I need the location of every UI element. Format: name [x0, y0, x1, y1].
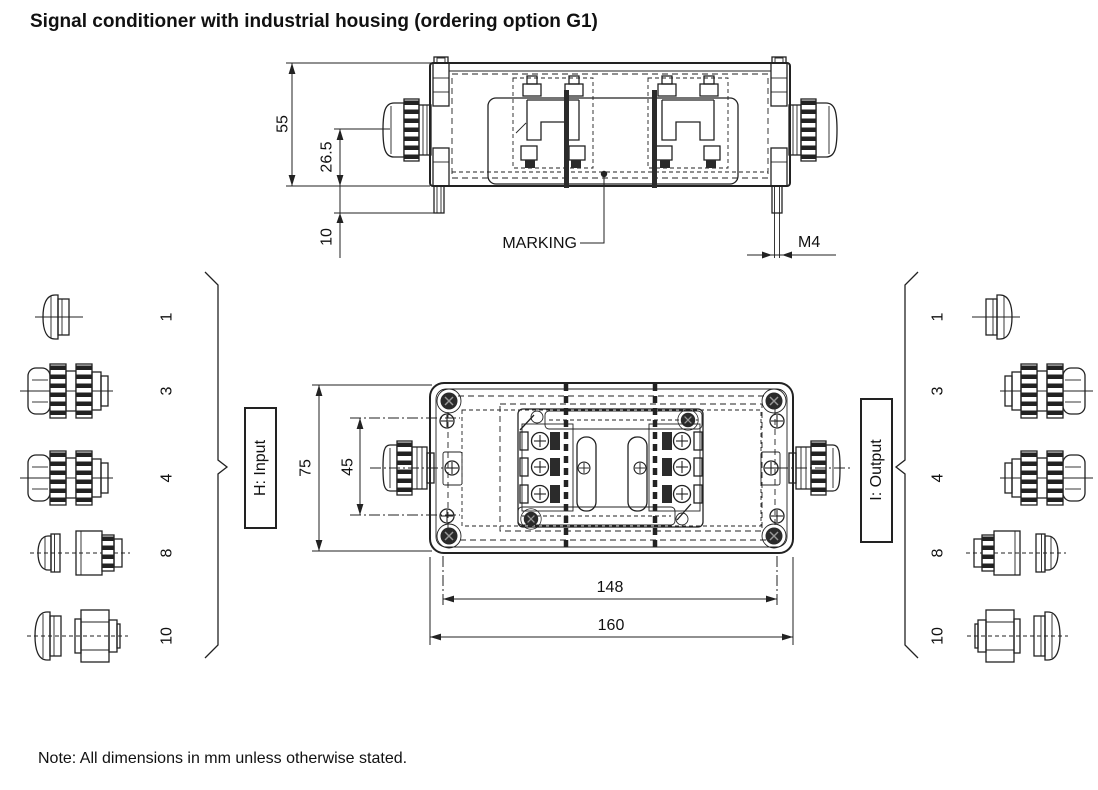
- input-option-3: 3: [19, 363, 176, 419]
- output-options-column: 1 3 4 8 10 I: Output: [860, 271, 1094, 663]
- output-option-4: 4: [930, 450, 1094, 506]
- cable-section-right: [652, 90, 657, 188]
- input-group-brace: [204, 271, 229, 659]
- cable-section-left: [564, 90, 569, 188]
- cover-screw-bottom-right: [769, 508, 785, 524]
- gland-option-4-glyph-mirrored: [999, 450, 1094, 506]
- output-option-1-number: 1: [930, 312, 947, 321]
- mounting-stud-left: [433, 185, 445, 214]
- dimension-overall-width: 75: [298, 384, 432, 552]
- dimension-body-height: 26.5: [319, 128, 390, 186]
- output-option-3-number: 3: [930, 386, 947, 395]
- central-terminal-assembly: [499, 403, 763, 532]
- output-label-box: I: Output: [860, 398, 893, 543]
- marking-label: MARKING: [502, 235, 577, 252]
- edge-clamp-left: [442, 451, 463, 486]
- input-options-column: 1 3 4 8 10 H: Input: [19, 271, 277, 663]
- corner-post-bottom-left: [432, 147, 450, 187]
- side-view-right-cable-gland: [788, 98, 838, 162]
- dim-45-label: 45: [340, 458, 357, 476]
- plug-option-8-glyph: [37, 533, 61, 573]
- output-option-10-number: 10: [930, 627, 947, 645]
- cover-screw-top-left: [439, 413, 455, 429]
- input-option-1-number: 1: [159, 312, 176, 321]
- side-view-housing: [429, 56, 791, 187]
- dimension-overall-length: 160: [429, 557, 794, 645]
- side-view-terminal-assembly-right: [647, 75, 729, 169]
- corner-post-bottom-right: [770, 147, 788, 187]
- corner-screw-bottom-right: [761, 523, 787, 549]
- input-option-3-number: 3: [159, 386, 176, 395]
- output-option-8-number: 8: [930, 548, 947, 557]
- output-option-1: 1: [930, 294, 1021, 340]
- dim-26-5-label: 26.5: [319, 141, 336, 172]
- input-option-10: 10: [27, 609, 176, 663]
- m4-label: M4: [798, 234, 820, 251]
- gland-option-4-glyph: [19, 450, 114, 506]
- dimension-stud-length: 10: [319, 186, 434, 258]
- page-title: Signal conditioner with industrial housi…: [30, 11, 598, 32]
- side-view-terminal-assembly-left: [512, 75, 594, 169]
- corner-post-top-right: [770, 56, 788, 107]
- cover-screw-bottom-left: [439, 508, 455, 524]
- output-option-10: 10: [930, 609, 1068, 663]
- input-label: H: Input: [252, 439, 269, 496]
- corner-screw-top-right: [761, 388, 787, 414]
- output-label: I: Output: [868, 439, 885, 501]
- edge-clamp-right: [760, 451, 781, 486]
- gland-option-3-glyph: [19, 363, 114, 419]
- dim-10-label: 10: [319, 228, 336, 246]
- input-option-8-number: 8: [159, 548, 176, 557]
- output-group-brace: [894, 271, 919, 659]
- corner-screw-top-left: [436, 388, 462, 414]
- mounting-stud-right: [771, 185, 783, 258]
- dimension-total-height: 55: [275, 62, 434, 187]
- gland-option-3-glyph-mirrored: [999, 363, 1094, 419]
- dim-148-label: 148: [597, 579, 624, 596]
- dimension-mounting-width: 45: [340, 417, 460, 516]
- output-option-8: 8: [930, 530, 1066, 576]
- input-option-4-number: 4: [159, 473, 176, 482]
- m4-callout: M4: [747, 234, 836, 259]
- side-view-drawing: 55 26.5 10 MARKING M4: [275, 56, 838, 259]
- output-option-4-number: 4: [930, 473, 947, 482]
- side-view-left-cable-gland: [382, 98, 432, 162]
- terminal-block-right: [648, 423, 703, 512]
- input-option-10-number: 10: [159, 627, 176, 645]
- top-view-drawing: 75 45 148 160: [298, 382, 853, 645]
- dim-160-label: 160: [598, 617, 625, 634]
- gland-option-1-glyph: [34, 294, 84, 340]
- input-option-1: 1: [34, 294, 176, 340]
- corner-post-top-left: [432, 56, 450, 107]
- input-option-8: 8: [30, 530, 176, 576]
- input-label-box: H: Input: [244, 407, 277, 529]
- output-option-3: 3: [930, 363, 1094, 419]
- gland-option-1-glyph-mirrored: [971, 294, 1021, 340]
- corner-screw-bottom-left: [436, 523, 462, 549]
- cover-screw-top-right: [769, 413, 785, 429]
- input-option-4: 4: [19, 450, 176, 506]
- dimension-mounting-spacing: 148: [442, 556, 778, 607]
- dim-55-label: 55: [275, 115, 292, 133]
- dim-75-label: 75: [298, 459, 315, 477]
- marking-callout: MARKING: [502, 170, 608, 252]
- dimensions-note: Note: All dimensions in mm unless otherw…: [38, 750, 407, 767]
- terminal-block-left: [519, 423, 574, 512]
- marking-plate: [487, 97, 739, 185]
